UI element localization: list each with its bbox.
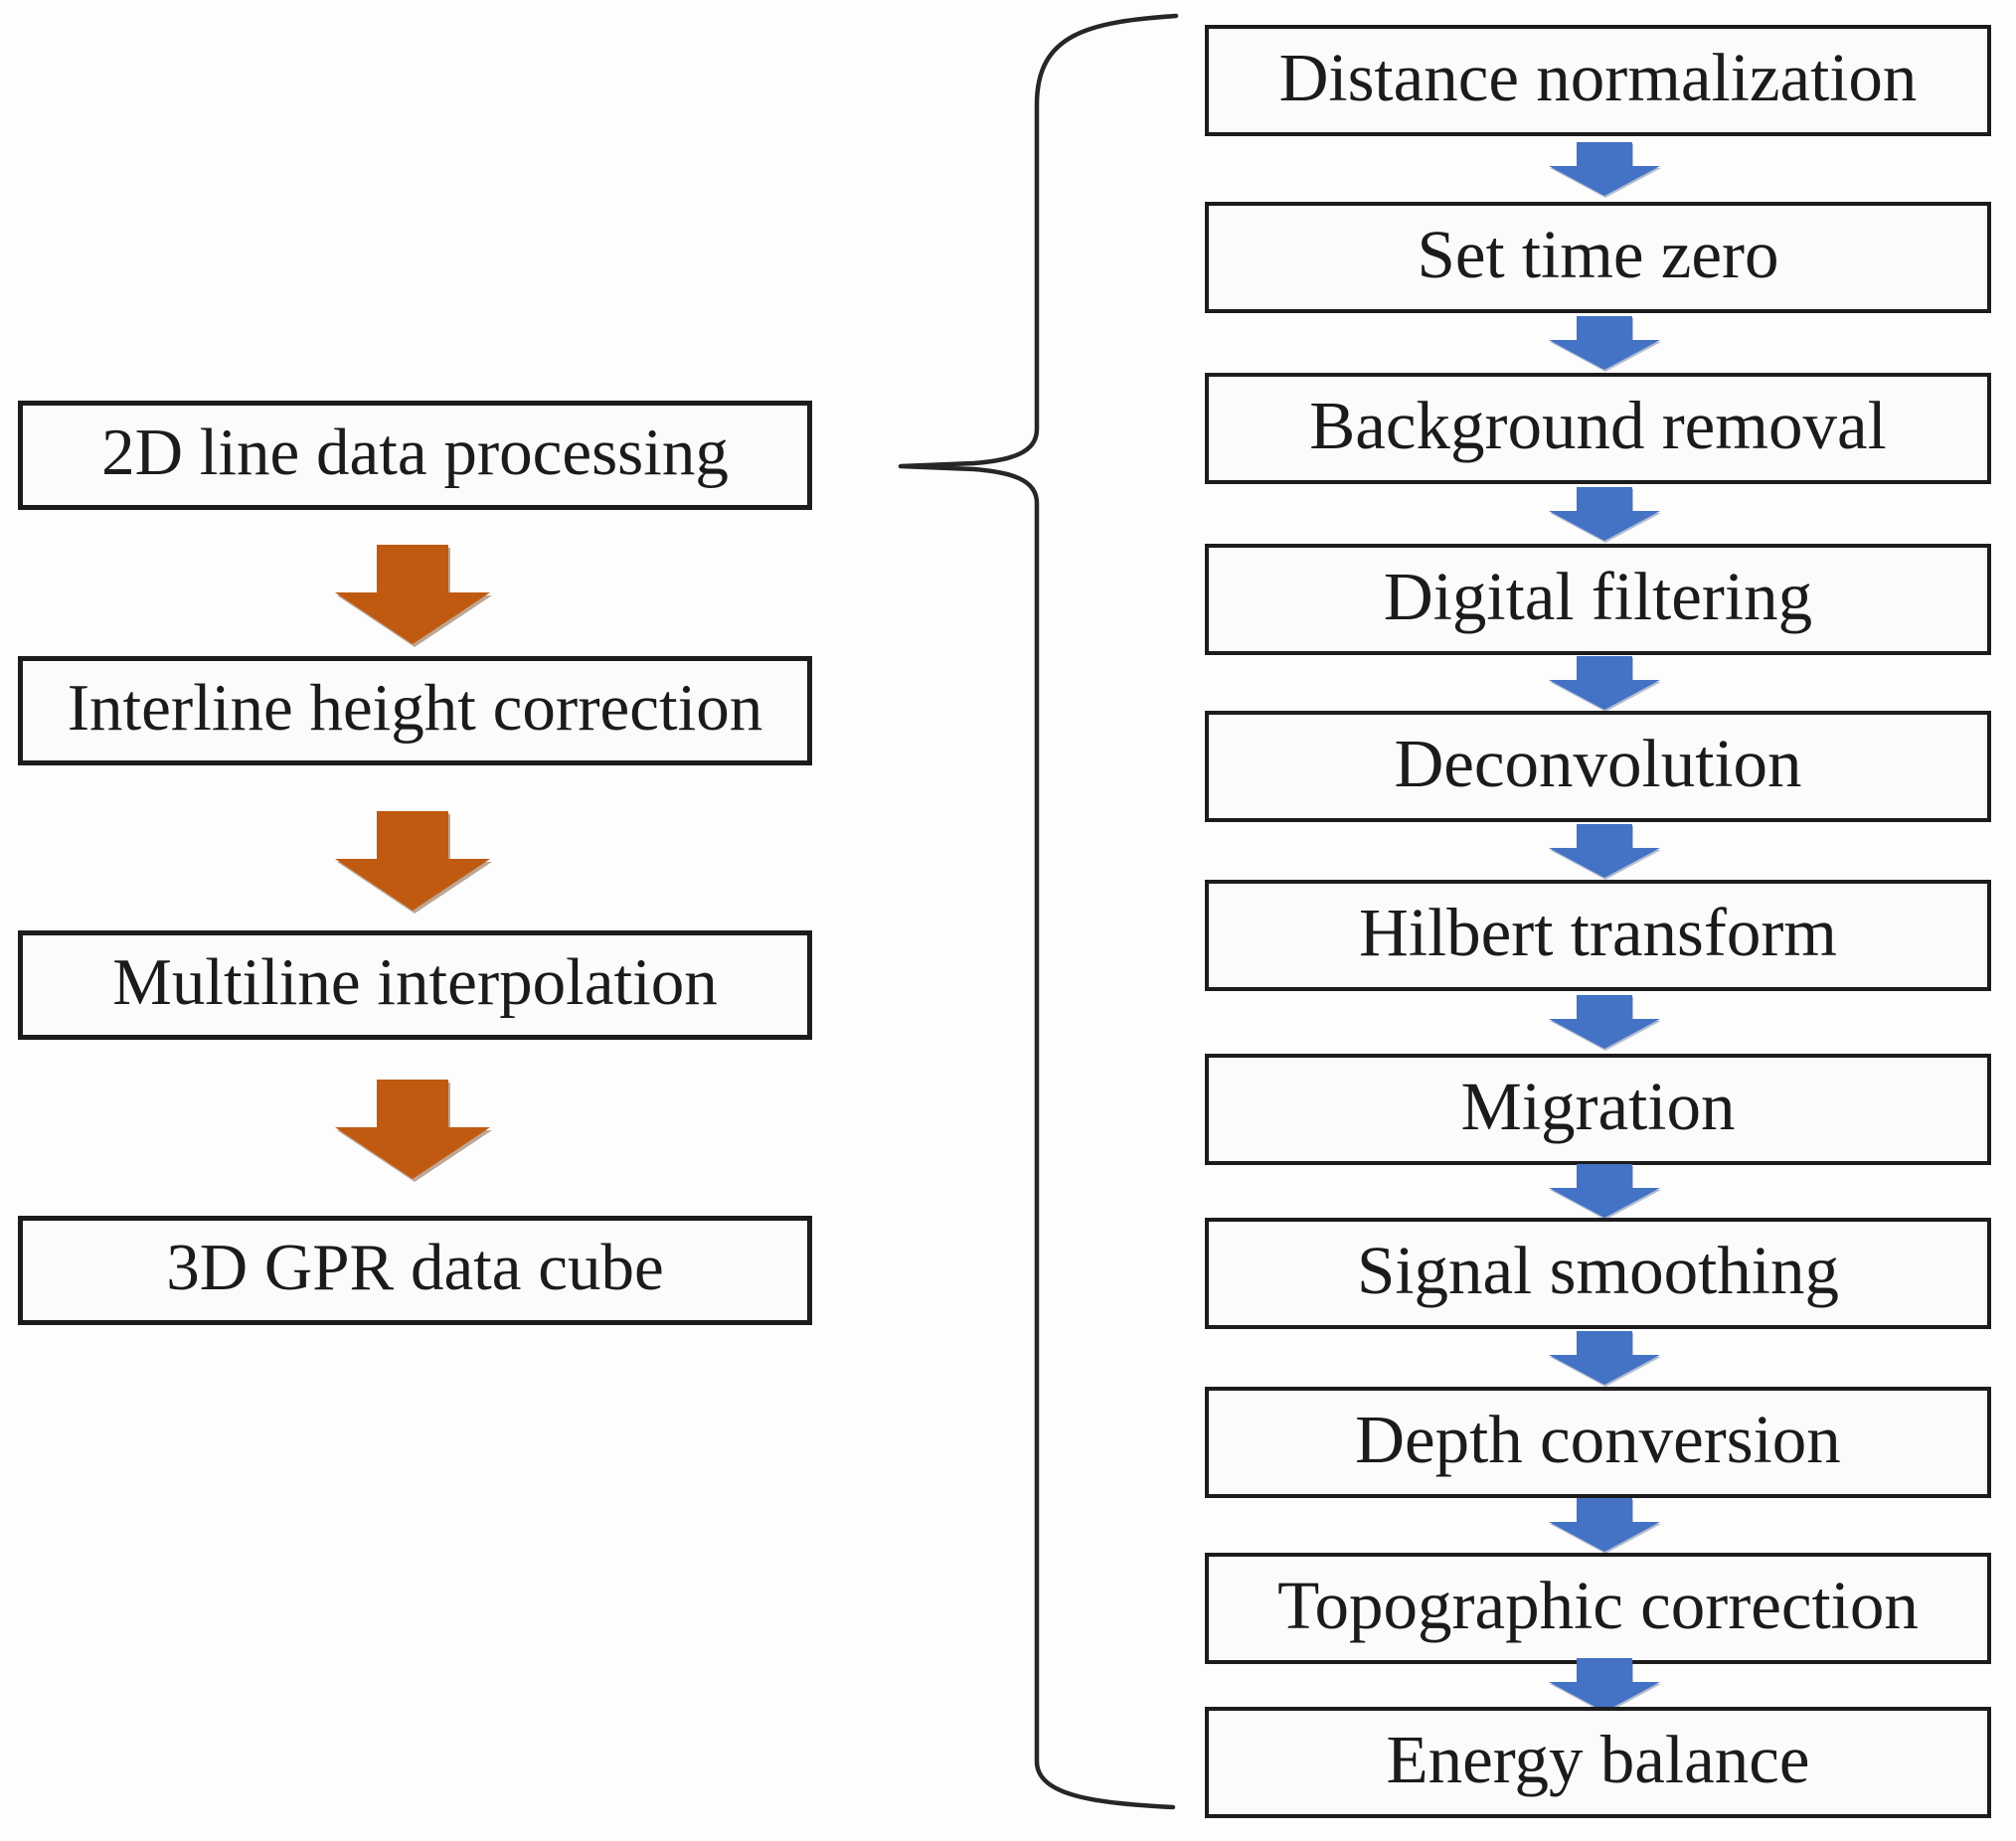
flow-box-2d-line-data-processing: 2D line data processing: [18, 401, 812, 510]
flow-box-distance-normalization: Distance normalization: [1205, 25, 1991, 136]
flow-box-label: Multiline interpolation: [112, 944, 718, 1019]
flow-box-label: Digital filtering: [1383, 558, 1813, 634]
flow-box-3d-gpr-data-cube: 3D GPR data cube: [18, 1216, 812, 1325]
flow-box-hilbert-transform: Hilbert transform: [1205, 880, 1991, 991]
flow-box-migration: Migration: [1205, 1054, 1991, 1165]
blue-down-arrow-icon: [1549, 1658, 1660, 1712]
flow-box-depth-conversion: Depth conversion: [1205, 1387, 1991, 1498]
flow-box-label: Interline height correction: [67, 670, 763, 745]
flow-box-label: Topographic correction: [1277, 1567, 1919, 1643]
flow-box-label: 3D GPR data cube: [166, 1230, 664, 1304]
flow-box-set-time-zero: Set time zero: [1205, 202, 1991, 313]
flow-box-label: Distance normalization: [1278, 39, 1918, 115]
flow-box-label: Energy balance: [1386, 1721, 1810, 1797]
blue-down-arrow-icon: [1549, 487, 1660, 541]
blue-down-arrow-icon: [1549, 656, 1660, 710]
flow-box-deconvolution: Deconvolution: [1205, 711, 1991, 822]
flow-box-label: Deconvolution: [1394, 725, 1802, 801]
flow-box-label: Background removal: [1309, 387, 1887, 463]
flow-box-label: Migration: [1460, 1068, 1736, 1144]
flow-box-interline-height-correction: Interline height correction: [18, 656, 812, 765]
flow-box-label: Signal smoothing: [1357, 1232, 1839, 1308]
flow-box-digital-filtering: Digital filtering: [1205, 544, 1991, 655]
blue-down-arrow-icon: [1549, 1498, 1660, 1552]
blue-down-arrow-icon: [1549, 1164, 1660, 1218]
flow-box-label: Depth conversion: [1355, 1401, 1841, 1477]
flow-box-energy-balance: Energy balance: [1205, 1707, 1991, 1818]
orange-down-arrow-icon: [335, 545, 490, 644]
orange-down-arrow-icon: [335, 1080, 490, 1179]
blue-down-arrow-icon: [1549, 824, 1660, 878]
blue-down-arrow-icon: [1549, 995, 1660, 1049]
flow-box-signal-smoothing: Signal smoothing: [1205, 1218, 1991, 1329]
flow-box-topographic-correction: Topographic correction: [1205, 1553, 1991, 1664]
flow-box-label: Set time zero: [1417, 216, 1779, 292]
flow-box-multiline-interpolation: Multiline interpolation: [18, 930, 812, 1040]
flow-box-label: 2D line data processing: [101, 415, 729, 489]
blue-down-arrow-icon: [1549, 1331, 1660, 1385]
blue-down-arrow-icon: [1549, 142, 1660, 196]
flow-box-label: Hilbert transform: [1359, 894, 1837, 970]
orange-down-arrow-icon: [335, 811, 490, 911]
flow-box-background-removal: Background removal: [1205, 373, 1991, 484]
blue-down-arrow-icon: [1549, 316, 1660, 370]
